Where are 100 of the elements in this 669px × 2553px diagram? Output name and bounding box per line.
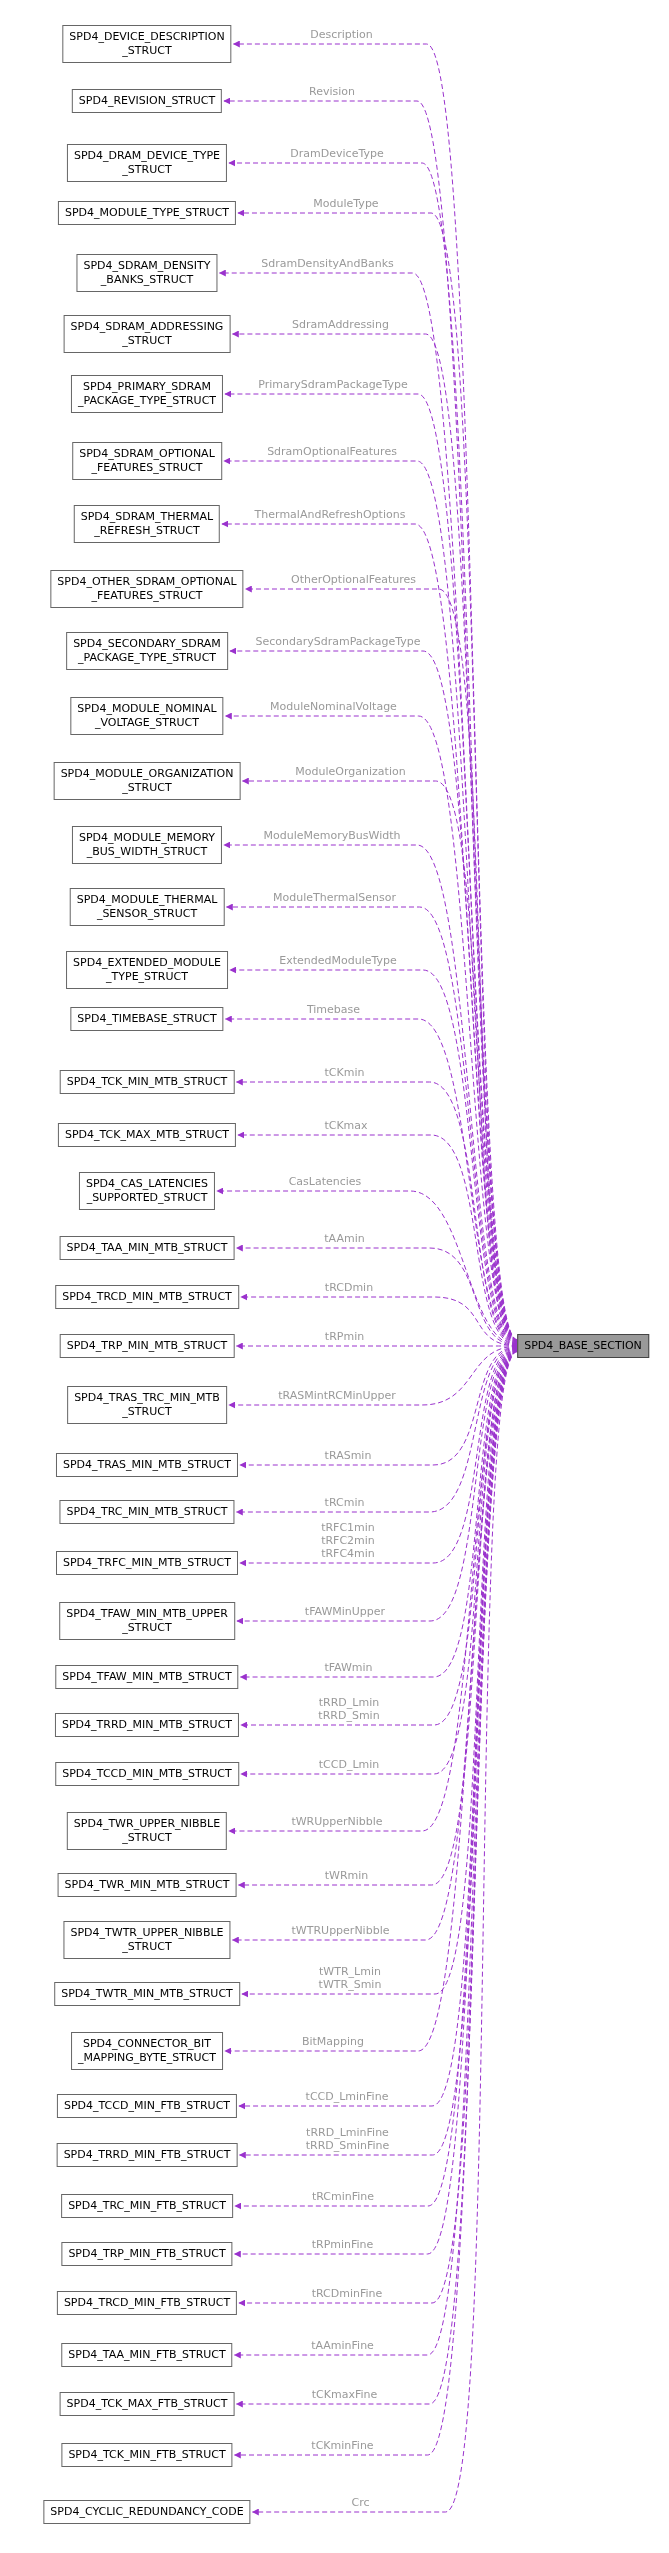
struct-name: SPD4_TCCD_MIN_MTB_STRUCT xyxy=(62,1767,232,1781)
struct-box xyxy=(66,1812,228,1850)
struct-box xyxy=(56,2143,238,2167)
struct-box xyxy=(61,2194,233,2218)
edge-label: ModuleThermalSensor xyxy=(272,891,397,904)
struct-name: SPD4_MODULE_NOMINAL _VOLTAGE_STRUCT xyxy=(77,702,217,730)
edge-label: tRPmin xyxy=(323,1330,366,1343)
struct-box xyxy=(72,442,222,480)
struct-box xyxy=(66,144,228,182)
struct-name: SPD4_TWTR_MIN_MTB_STRUCT xyxy=(61,1987,233,2001)
struct-box xyxy=(61,2242,233,2266)
struct-box xyxy=(57,1123,237,1147)
struct-name: SPD4_TFAW_MIN_MTB_UPPER _STRUCT xyxy=(66,1607,228,1635)
edge-label: tWRUpperNibble xyxy=(290,1815,384,1828)
struct-name: SPD4_TCK_MAX_MTB_STRUCT xyxy=(64,1128,230,1142)
dashed-arrow xyxy=(240,1293,518,1347)
struct-box xyxy=(66,632,228,670)
edge-label: tFAWmin xyxy=(323,1661,374,1674)
struct-box xyxy=(57,1873,237,1897)
struct-name: SPD4_TCK_MIN_MTB_STRUCT xyxy=(66,1075,228,1089)
struct-box xyxy=(50,570,244,608)
struct-box xyxy=(59,2392,235,2416)
edge-label: Timebase xyxy=(305,1003,362,1016)
edge-label: tRPminFine xyxy=(310,2238,375,2251)
struct-name: SPD4_TWR_MIN_MTB_STRUCT xyxy=(64,1878,230,1892)
struct-box xyxy=(78,1172,216,1210)
struct-box xyxy=(73,505,221,543)
edge-label: ModuleNominalVoltage xyxy=(269,700,398,713)
struct-name: SPD4_TAA_MIN_FTB_STRUCT xyxy=(68,2348,226,2362)
struct-name: SPD4_TCK_MAX_FTB_STRUCT xyxy=(66,2397,228,2411)
struct-name: SPD4_CAS_LATENCIES _SUPPORTED_STRUCT xyxy=(85,1177,209,1205)
struct-box xyxy=(53,762,241,800)
edge-label: ThermalAndRefreshOptions xyxy=(253,508,407,521)
struct-name: SPD4_SDRAM_THERMAL _REFRESH_STRUCT xyxy=(80,510,214,538)
struct-name: SPD4_TRCD_MIN_FTB_STRUCT xyxy=(63,2296,231,2310)
edge-label: tWTRUpperNibble xyxy=(290,1924,391,1937)
edge-label: ModuleMemoryBusWidth xyxy=(262,829,402,842)
edge-label: tRCminFine xyxy=(310,2190,376,2203)
struct-name: SPD4_TWR_UPPER_NIBBLE _STRUCT xyxy=(73,1817,221,1845)
struct-box xyxy=(66,951,228,989)
edge-label: tCKmin xyxy=(323,1066,366,1079)
edge-label: tRCmin xyxy=(323,1496,366,1509)
struct-name: SPD4_TFAW_MIN_MTB_STRUCT xyxy=(62,1670,232,1684)
struct-name: SPD4_TRAS_TRC_MIN_MTB _STRUCT xyxy=(74,1391,220,1419)
struct-box xyxy=(61,2443,233,2467)
edge-label: tRFC1min tRFC2min tRFC4min xyxy=(320,1521,376,1560)
struct-name: SPD4_DEVICE_DESCRIPTION _STRUCT xyxy=(69,30,225,58)
struct-name: SPD4_MODULE_MEMORY _BUS_WIDTH_STRUCT xyxy=(78,831,216,859)
struct-name: SPD4_TIMEBASE_STRUCT xyxy=(77,1012,217,1026)
edge-label: tRASmin xyxy=(323,1449,373,1462)
struct-box xyxy=(59,1500,235,1524)
edge-label: tCCD_Lmin xyxy=(317,1758,381,1771)
edge-label: SecondarySdramPackageType xyxy=(254,635,422,648)
class-box xyxy=(517,1334,649,1358)
edge-label: tRCDmin xyxy=(323,1281,375,1294)
edge-label: tRRD_Lmin tRRD_Smin xyxy=(317,1696,381,1722)
struct-box xyxy=(55,1665,239,1689)
struct-box xyxy=(70,375,224,413)
edge-label: tCKminFine xyxy=(310,2439,375,2452)
struct-name: SPD4_BASE_SECTION xyxy=(524,1339,642,1353)
dashed-arrow xyxy=(241,777,518,1344)
struct-box xyxy=(59,1236,235,1260)
struct-name: SPD4_EXTENDED_MODULE _TYPE_STRUCT xyxy=(73,956,221,984)
struct-name: SPD4_TRCD_MIN_MTB_STRUCT xyxy=(62,1290,232,1304)
struct-name: SPD4_TRAS_MIN_MTB_STRUCT xyxy=(63,1458,231,1472)
edge-label: SdramAddressing xyxy=(291,318,390,331)
edge-label: SdramDensityAndBanks xyxy=(260,257,395,270)
struct-name: SPD4_MODULE_ORGANIZATION _STRUCT xyxy=(60,767,234,795)
struct-name: SPD4_TRRD_MIN_FTB_STRUCT xyxy=(63,2148,231,2162)
edge-label: ModuleOrganization xyxy=(294,765,407,778)
struct-box xyxy=(54,1982,240,2006)
struct-name: SPD4_PRIMARY_SDRAM _PACKAGE_TYPE_STRUCT xyxy=(77,380,217,408)
struct-box xyxy=(76,254,218,292)
edge-label: OtherOptionalFeatures xyxy=(290,573,417,586)
dashed-arrow xyxy=(237,1131,518,1346)
edge-label: BitMapping xyxy=(300,2035,366,2048)
struct-box xyxy=(55,1285,239,1309)
struct-box xyxy=(43,2500,251,2524)
struct-name: SPD4_SDRAM_OPTIONAL _FEATURES_STRUCT xyxy=(79,447,215,475)
struct-name: SPD4_DRAM_DEVICE_TYPE _STRUCT xyxy=(73,149,221,177)
edge-label: SdramOptionalFeatures xyxy=(266,445,398,458)
struct-name: SPD4_CYCLIC_REDUNDANCY_CODE xyxy=(50,2505,244,2519)
struct-name: SPD4_TRP_MIN_MTB_STRUCT xyxy=(66,1339,228,1353)
struct-name: SPD4_TRRD_MIN_MTB_STRUCT xyxy=(61,1718,233,1732)
struct-name: SPD4_SECONDARY_SDRAM _PACKAGE_TYPE_STRUCT xyxy=(73,637,221,665)
edge-label: tFAWMinUpper xyxy=(303,1605,387,1618)
struct-box xyxy=(55,1762,239,1786)
struct-name: SPD4_TRFC_MIN_MTB_STRUCT xyxy=(63,1556,231,1570)
edge-label: tRCDminFine xyxy=(310,2287,384,2300)
edge-label: tCCD_LminFine xyxy=(304,2090,390,2103)
struct-name: SPD4_TAA_MIN_MTB_STRUCT xyxy=(66,1241,228,1255)
struct-box xyxy=(70,1007,224,1031)
struct-box xyxy=(71,2032,223,2070)
edge-label: tRASMintRCMinUpper xyxy=(277,1389,397,1402)
struct-name: SPD4_MODULE_THERMAL _SENSOR_STRUCT xyxy=(76,893,218,921)
struct-name: SPD4_REVISION_STRUCT xyxy=(78,94,216,108)
struct-box xyxy=(67,1386,227,1424)
edge-label: ExtendedModuleType xyxy=(278,954,398,967)
edge-label: tAAminFine xyxy=(310,2339,375,2352)
struct-box xyxy=(63,315,231,353)
